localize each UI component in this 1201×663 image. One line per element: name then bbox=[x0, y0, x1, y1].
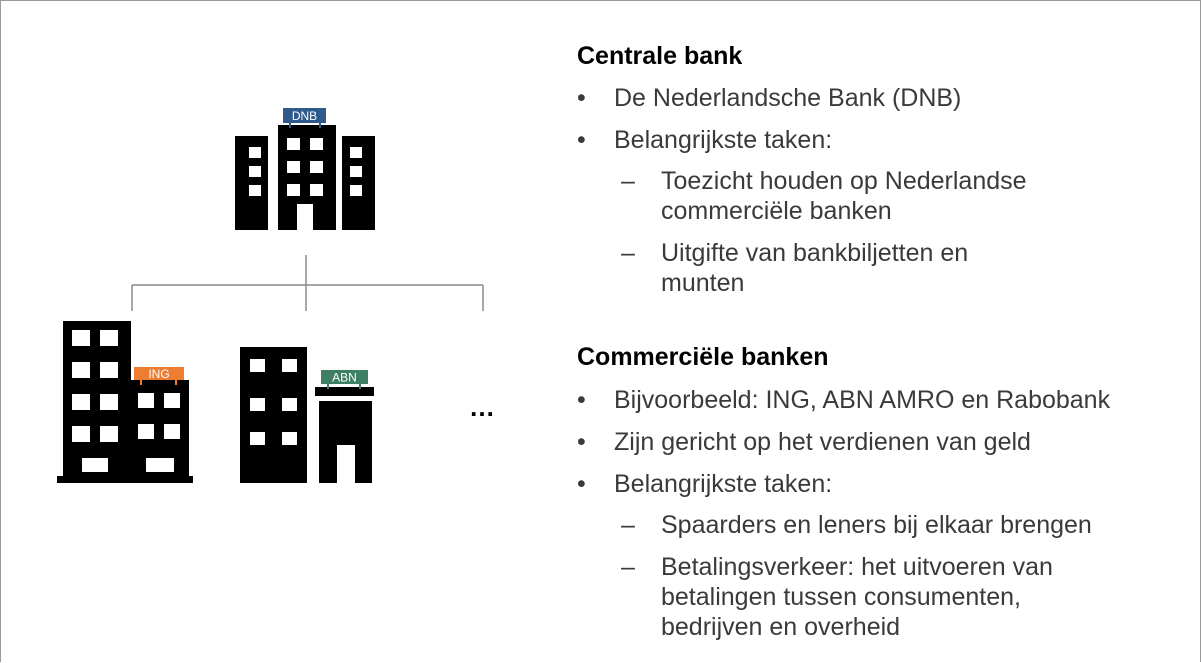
central-bank-building-icon bbox=[235, 125, 375, 230]
ing-sign: ING bbox=[134, 367, 184, 385]
abn-building-icon bbox=[240, 347, 374, 483]
sub-text-line: Uitgifte van bankbiljetten en bbox=[661, 239, 969, 267]
bullet-text: Belangrijkste taken: bbox=[614, 470, 833, 498]
central-bank-title: Centrale bank bbox=[577, 42, 743, 70]
bullet-text: Zijn gericht op het verdienen van geld bbox=[614, 428, 1031, 456]
dash-glyph: – bbox=[621, 511, 635, 539]
abn-sign: ABN bbox=[321, 370, 368, 389]
central-bank-label: DNB bbox=[292, 109, 317, 123]
dash-glyph: – bbox=[621, 239, 635, 267]
sub-text-line: Spaarders en leners bij elkaar brengen bbox=[661, 511, 1092, 539]
bullet-glyph: • bbox=[577, 428, 586, 456]
bullet-glyph: • bbox=[577, 470, 586, 498]
sub-text-line: commerciële banken bbox=[661, 197, 892, 225]
ing-building-icon bbox=[57, 321, 193, 483]
dash-glyph: – bbox=[621, 167, 635, 195]
bullet-glyph: • bbox=[577, 386, 586, 414]
commercial-banks-title: Commerciële banken bbox=[577, 343, 829, 371]
sub-text-line: munten bbox=[661, 269, 745, 297]
bank-hierarchy-diagram: DNB ING bbox=[57, 108, 495, 483]
hierarchy-connectors bbox=[131, 255, 484, 311]
bullet-glyph: • bbox=[577, 126, 586, 154]
more-banks-ellipsis: … bbox=[469, 392, 495, 422]
bullet-glyph: • bbox=[577, 84, 586, 112]
bullet-text: Bijvoorbeeld: ING, ABN AMRO en Rabobank bbox=[614, 386, 1111, 414]
ing-label: ING bbox=[148, 367, 169, 381]
dash-glyph: – bbox=[621, 553, 635, 581]
sub-text-line: betalingen tussen consumenten, bbox=[661, 583, 1021, 611]
sub-text-line: Betalingsverkeer: het uitvoeren van bbox=[661, 553, 1053, 581]
bullet-text: Belangrijkste taken: bbox=[614, 126, 833, 154]
sub-text-line: Toezicht houden op Nederlandse bbox=[661, 167, 1027, 195]
bullet-text: De Nederlandsche Bank (DNB) bbox=[614, 84, 962, 112]
central-bank-sign: DNB bbox=[283, 108, 326, 128]
abn-label: ABN bbox=[332, 371, 357, 385]
sub-text-line: bedrijven en overheid bbox=[661, 613, 901, 641]
